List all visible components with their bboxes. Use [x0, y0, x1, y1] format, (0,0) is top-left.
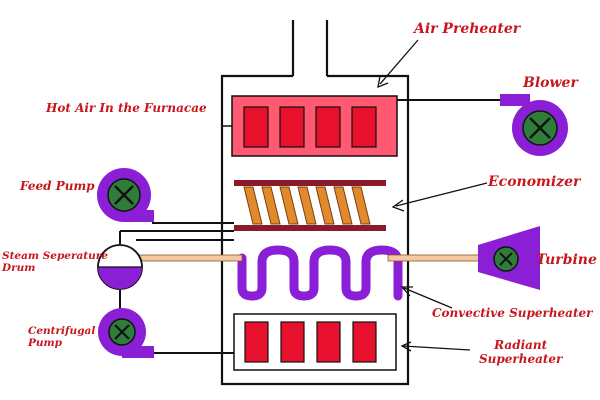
label-steam-drum: Steam Seperature Drum [2, 250, 108, 274]
convective-superheater [237, 245, 403, 301]
arrow-radiant [402, 345, 471, 351]
furnace-casing [220, 74, 410, 386]
label-turbine: Turbine [536, 252, 597, 268]
label-radiant-line2: Superheater [479, 351, 563, 366]
label-radiant-superheater: Radiant Superheater [479, 338, 563, 367]
label-centrifugal-pump: Centrifugal Pump [28, 325, 95, 349]
label-economizer: Economizer [488, 174, 581, 190]
arrow-economizer [395, 182, 488, 207]
label-steam-drum-line2: Drum [2, 262, 36, 275]
label-feed-pump: Feed Pump [20, 179, 95, 193]
label-steam-drum-line1: Steam Seperature [2, 250, 108, 262]
label-hot-air: Hot Air In the Furnacae [46, 101, 207, 115]
label-centrifugal-line1: Centrifugal [28, 325, 96, 337]
label-convective-superheater: Convective Superheater [432, 306, 593, 320]
arrow-air-preheater [379, 39, 419, 85]
air-preheater [231, 95, 398, 157]
arrow-convective [403, 287, 453, 309]
radiant-superheater [233, 313, 397, 371]
turbine-pipe [387, 254, 485, 262]
economizer [234, 180, 386, 231]
chimney [291, 20, 329, 76]
label-blower: Blower [523, 75, 578, 91]
feed-pump-icon [97, 168, 154, 222]
pointer-arrows [377, 39, 488, 352]
label-radiant-line1: Radiant [494, 338, 548, 352]
label-air-preheater: Air Preheater [414, 21, 521, 37]
turbine-icon [478, 226, 540, 290]
centrifugal-pump-icon [98, 308, 154, 358]
steam-drum-icon [97, 244, 143, 290]
piping [119, 99, 512, 354]
drum-superheater-pipe [137, 254, 243, 262]
blower-icon [500, 94, 568, 156]
label-centrifugal-line2: Pump [28, 337, 62, 350]
